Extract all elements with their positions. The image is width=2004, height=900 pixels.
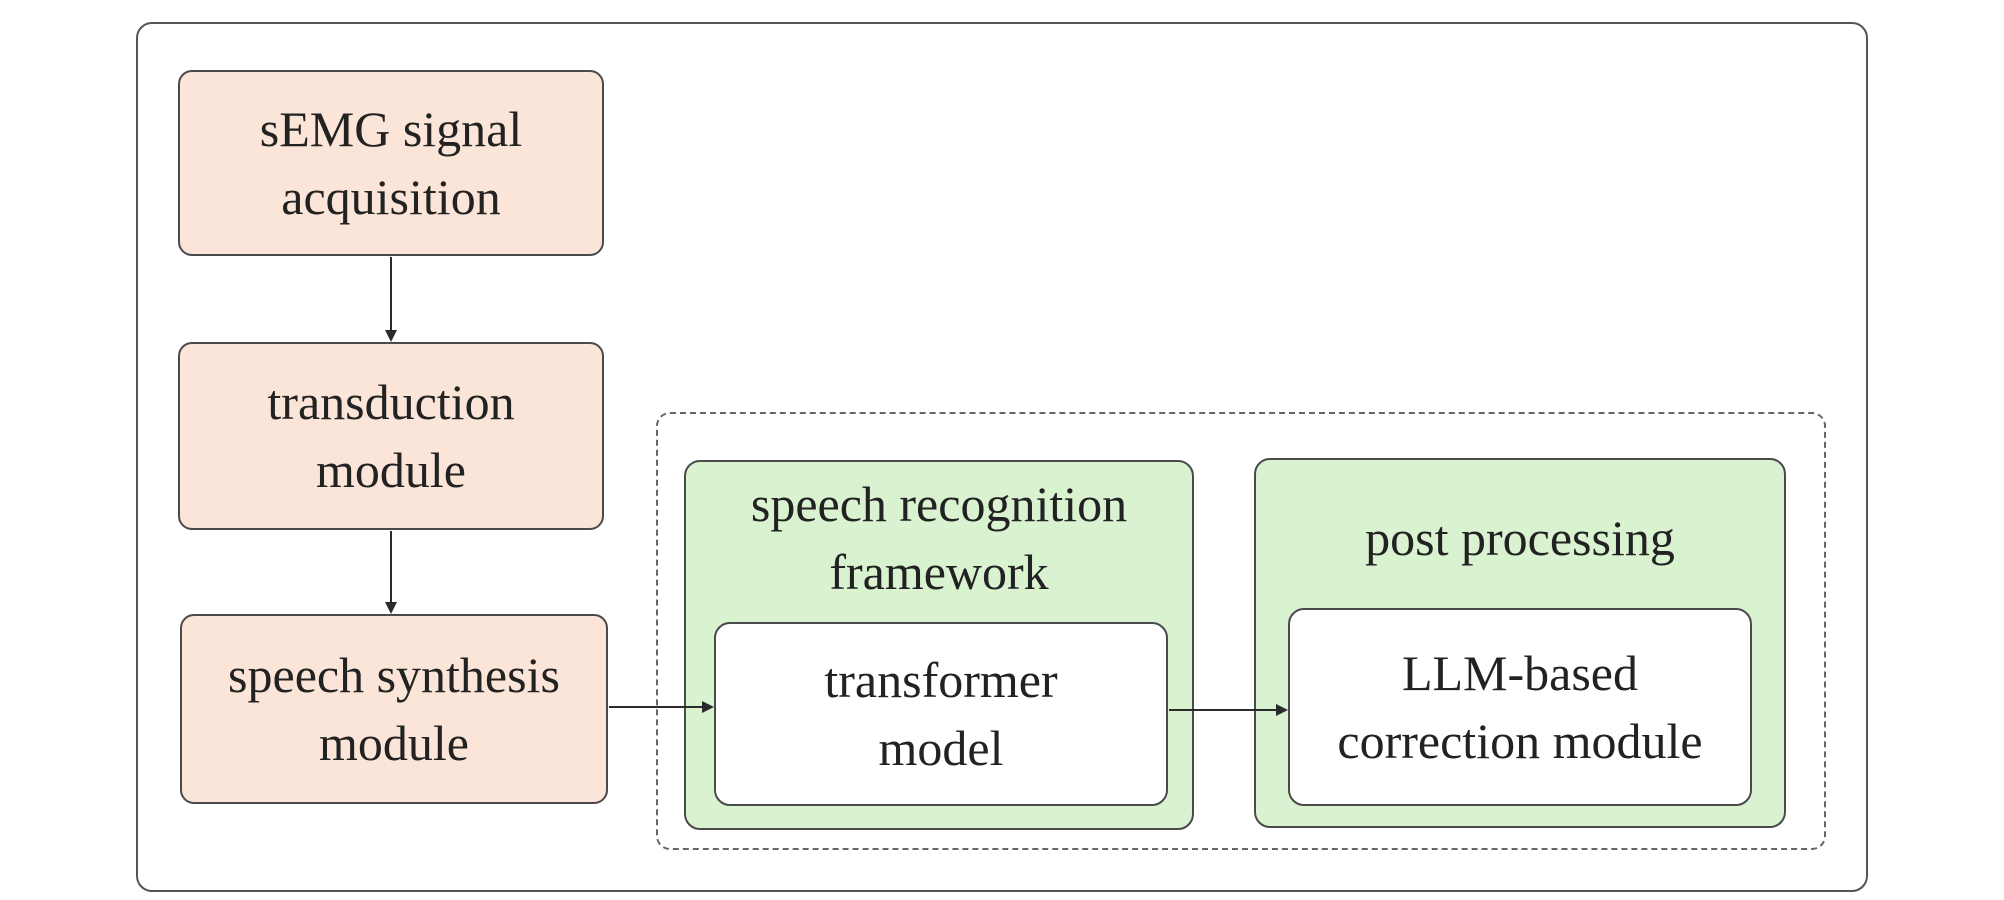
semg-acquisition-line-1: sEMG signal xyxy=(259,101,523,157)
transformer-model-line-1: transformer xyxy=(824,652,1058,708)
semg-acquisition-line-2: acquisition xyxy=(281,169,501,225)
transformer-model-box: transformer model xyxy=(714,622,1168,806)
transformer-model-line-2: model xyxy=(878,720,1004,776)
transduction-module-line-2: module xyxy=(316,442,466,498)
speech-recognition-framework-title-line-1: speech recognition xyxy=(750,476,1128,532)
speech-recognition-framework-title: speech recognition framework xyxy=(686,470,1192,606)
speech-synthesis-module-line-1: speech synthesis xyxy=(228,647,560,703)
outer-frame xyxy=(136,22,1868,892)
post-processing-title-line-1: post processing xyxy=(1365,510,1675,566)
post-processing-title: post processing xyxy=(1256,504,1784,572)
speech-synthesis-module-box: speech synthesis module xyxy=(180,614,608,804)
llm-correction-module-line-1: LLM-based xyxy=(1401,645,1639,701)
semg-acquisition-box: sEMG signal acquisition xyxy=(178,70,604,256)
speech-recognition-framework-title-line-2: framework xyxy=(829,544,1049,600)
recognition-pipeline-group xyxy=(656,412,1826,850)
transduction-module-box: transduction module xyxy=(178,342,604,530)
speech-synthesis-module-line-2: module xyxy=(319,715,469,771)
transduction-module-line-1: transduction xyxy=(267,374,515,430)
llm-correction-module-line-2: correction module xyxy=(1337,713,1703,769)
llm-correction-module-box: LLM-based correction module xyxy=(1288,608,1752,806)
